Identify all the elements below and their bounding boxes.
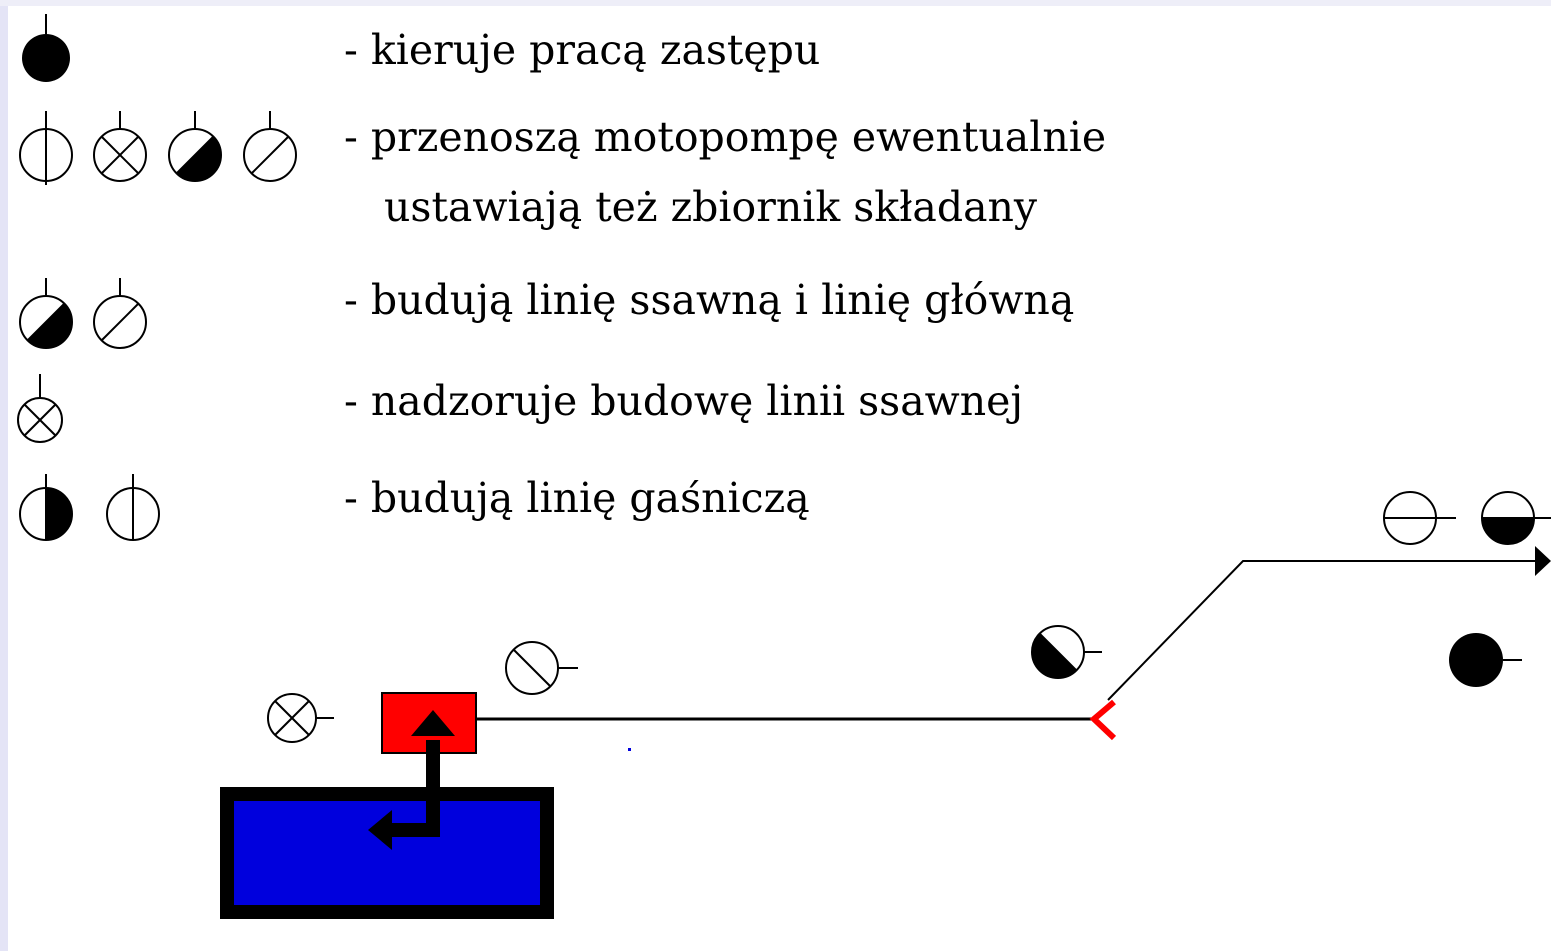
- extinguishing-hose-line: [1107, 560, 1535, 701]
- legend-vertical-line-circle-symbol-2: [106, 474, 160, 541]
- slide-edge: [0, 0, 8, 951]
- legend-leader-symbol: [22, 14, 70, 82]
- crew-diagonal-circle: [505, 641, 578, 695]
- legend-cross-circle-symbol-2: [17, 374, 63, 443]
- divider-icon: [1089, 699, 1117, 741]
- blue-dot: [628, 748, 631, 751]
- legend-cross-circle-symbol: [93, 111, 147, 182]
- crew-cross-circle: [267, 693, 334, 743]
- legend-half-vertical-circle-symbol: [19, 474, 73, 541]
- suction-hose-arrow: [368, 710, 455, 850]
- slide-top-edge: [0, 0, 1551, 6]
- crew-half-horizontal-circle: [1481, 491, 1551, 545]
- crew-horizontal-line-circle: [1383, 491, 1456, 545]
- legend-half-diagonal-circle-symbol: [168, 111, 222, 182]
- legend-text-carry-cont: ustawiają też zbiornik składany: [384, 183, 1038, 231]
- legend-vertical-line-circle-symbol: [19, 111, 73, 185]
- nozzle-arrow-icon: [1535, 546, 1551, 576]
- legend-text-supervise: - nadzoruje budowę linii ssawnej: [344, 377, 1024, 425]
- crew-half-diagonal-circle: [1031, 625, 1102, 679]
- legend-half-diagonal-circle-symbol-2: [19, 278, 73, 349]
- legend-text-extinguish: - budują linię gaśniczą: [344, 474, 810, 522]
- water-tank: [220, 787, 554, 919]
- crew-leader-circle: [1449, 633, 1522, 687]
- legend-diagonal-circle-symbol-2: [93, 278, 147, 349]
- legend-diagonal-circle-symbol: [243, 111, 297, 182]
- legend-text-carry: - przenoszą motopompę ewentualnie: [344, 113, 1107, 161]
- legend-text-suction-main: - budują linię ssawną i linię główną: [344, 276, 1075, 324]
- legend-text-leader: - kieruje pracą zastępu: [344, 26, 821, 74]
